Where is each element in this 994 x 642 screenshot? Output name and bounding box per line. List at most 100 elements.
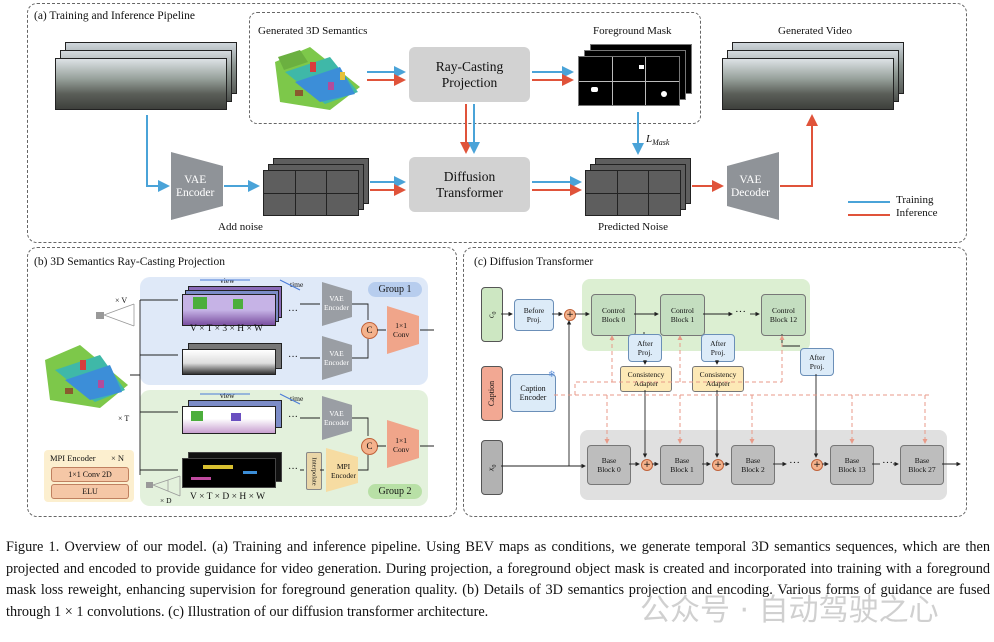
concat-c1: C <box>366 325 373 335</box>
g2-mpi-stack <box>182 452 282 490</box>
loss-sub: Mask <box>652 138 670 148</box>
interpolate-box: Interpolate <box>306 452 322 490</box>
bb2-l1: Base <box>745 456 761 465</box>
ce-l1: Caption <box>520 384 546 393</box>
ap1-l2: Proj. <box>710 348 726 357</box>
ca0-l1: Consistency <box>627 370 665 379</box>
plus-base-0: + <box>641 459 653 471</box>
b-ve2-l1: VAE <box>329 349 344 358</box>
bb0-l1: Base <box>601 456 617 465</box>
ray-casting-line2: Projection <box>441 74 498 90</box>
panel-c-arrows <box>501 311 961 469</box>
panel-b-arrows <box>130 279 434 475</box>
loss-mask-label: LMask <box>646 133 669 147</box>
bb0-l2: Block 0 <box>597 465 621 474</box>
b-ve2-l2: Encoder <box>324 358 349 367</box>
input-video-stack <box>55 42 237 110</box>
ap0-l2: Proj. <box>637 348 653 357</box>
bb13-l1: Base <box>844 456 860 465</box>
cb0-l1: Control <box>602 306 625 315</box>
panel-c <box>463 247 967 517</box>
b-ve1-l1: VAE <box>329 294 344 303</box>
b-vae-encoder-3 <box>322 396 352 440</box>
times-d-label: × D <box>160 496 172 505</box>
group2-badge: Group 2 <box>368 484 422 499</box>
vae-dec-l2: Decoder <box>731 187 770 199</box>
time-label-2: time <box>290 394 304 403</box>
snowflake-icon: ❄ <box>548 370 556 380</box>
ca0-l2: Adapter <box>633 379 659 388</box>
ray-casting-line1: Ray-Casting <box>435 58 504 74</box>
generated-video-stack <box>722 42 904 110</box>
vae-dec-l1: VAE <box>739 174 762 186</box>
mpi-legend-times-n: × N <box>111 453 125 463</box>
elu-label: ELU <box>82 487 98 496</box>
ce-l2: Encoder <box>519 393 547 402</box>
figure-caption: Figure 1. Overview of our model. (a) Tra… <box>6 539 990 620</box>
panel-c-title: (c) Diffusion Transformer <box>474 256 594 268</box>
generated-3d-semantics-label: Generated 3D Semantics <box>258 25 368 37</box>
times-t-label: × T <box>118 414 130 423</box>
ap0-l1: After <box>637 339 653 348</box>
semantic-3d-image-b <box>40 340 130 410</box>
ellipsis-b2: ··· <box>288 352 298 363</box>
ellipsis-b4: ··· <box>288 464 298 475</box>
view-label-2: view <box>220 391 235 400</box>
elu-box: ELU <box>51 484 129 499</box>
g1-semantic-proj-stack <box>182 286 282 326</box>
ellipsis-c1: ··· <box>735 306 746 318</box>
b-vae-encoder-1 <box>322 282 352 326</box>
dims2-label: V × T × D × H × W <box>190 492 266 502</box>
bb27-l2: Block 27 <box>908 465 936 474</box>
cb1-l1: Control <box>671 306 694 315</box>
bp-l2: Proj. <box>526 315 542 324</box>
input-x-box: x0 <box>481 440 503 495</box>
legend-training-line <box>848 201 890 203</box>
conv2d-box: 1×1 Conv 2D <box>51 467 129 482</box>
conv1-l2: Conv <box>393 330 410 339</box>
group1-badge: Group 1 <box>368 282 422 297</box>
conv-shape-1 <box>387 306 419 354</box>
concat-c2: C <box>366 441 373 451</box>
ap1-l1: After <box>710 339 726 348</box>
vae-enc-l2: Encoder <box>176 187 215 199</box>
g2-semantic-proj-stack <box>182 400 282 436</box>
add-noise-label: Add noise <box>218 221 263 233</box>
bb2-l2: Block 2 <box>741 465 765 474</box>
cb12-l2: Block 12 <box>769 315 798 324</box>
cb0-l2: Block 0 <box>601 315 626 324</box>
g1-depth-stack <box>182 343 282 375</box>
b-ve1-l2: Encoder <box>324 303 349 312</box>
concat-circle-2: C <box>361 438 378 455</box>
b-ve3-l2: Encoder <box>324 418 349 427</box>
cb1-l2: Block 1 <box>670 315 695 324</box>
mpi-encoder-shape <box>326 448 358 492</box>
group2-label: Group 2 <box>378 486 412 497</box>
bb27-l1: Base <box>914 456 930 465</box>
plus-base-1: + <box>712 459 724 471</box>
input-caption-box: Caption <box>481 366 503 421</box>
times-v-label: × V <box>115 296 128 305</box>
bb13-l2: Block 13 <box>838 465 866 474</box>
bp-l1: Before <box>523 306 545 315</box>
predicted-noise-label: Predicted Noise <box>598 221 668 233</box>
ellipsis-c2: ··· <box>789 457 800 469</box>
noisy-latent-stack <box>263 158 369 218</box>
b-ve3-l1: VAE <box>329 409 344 418</box>
